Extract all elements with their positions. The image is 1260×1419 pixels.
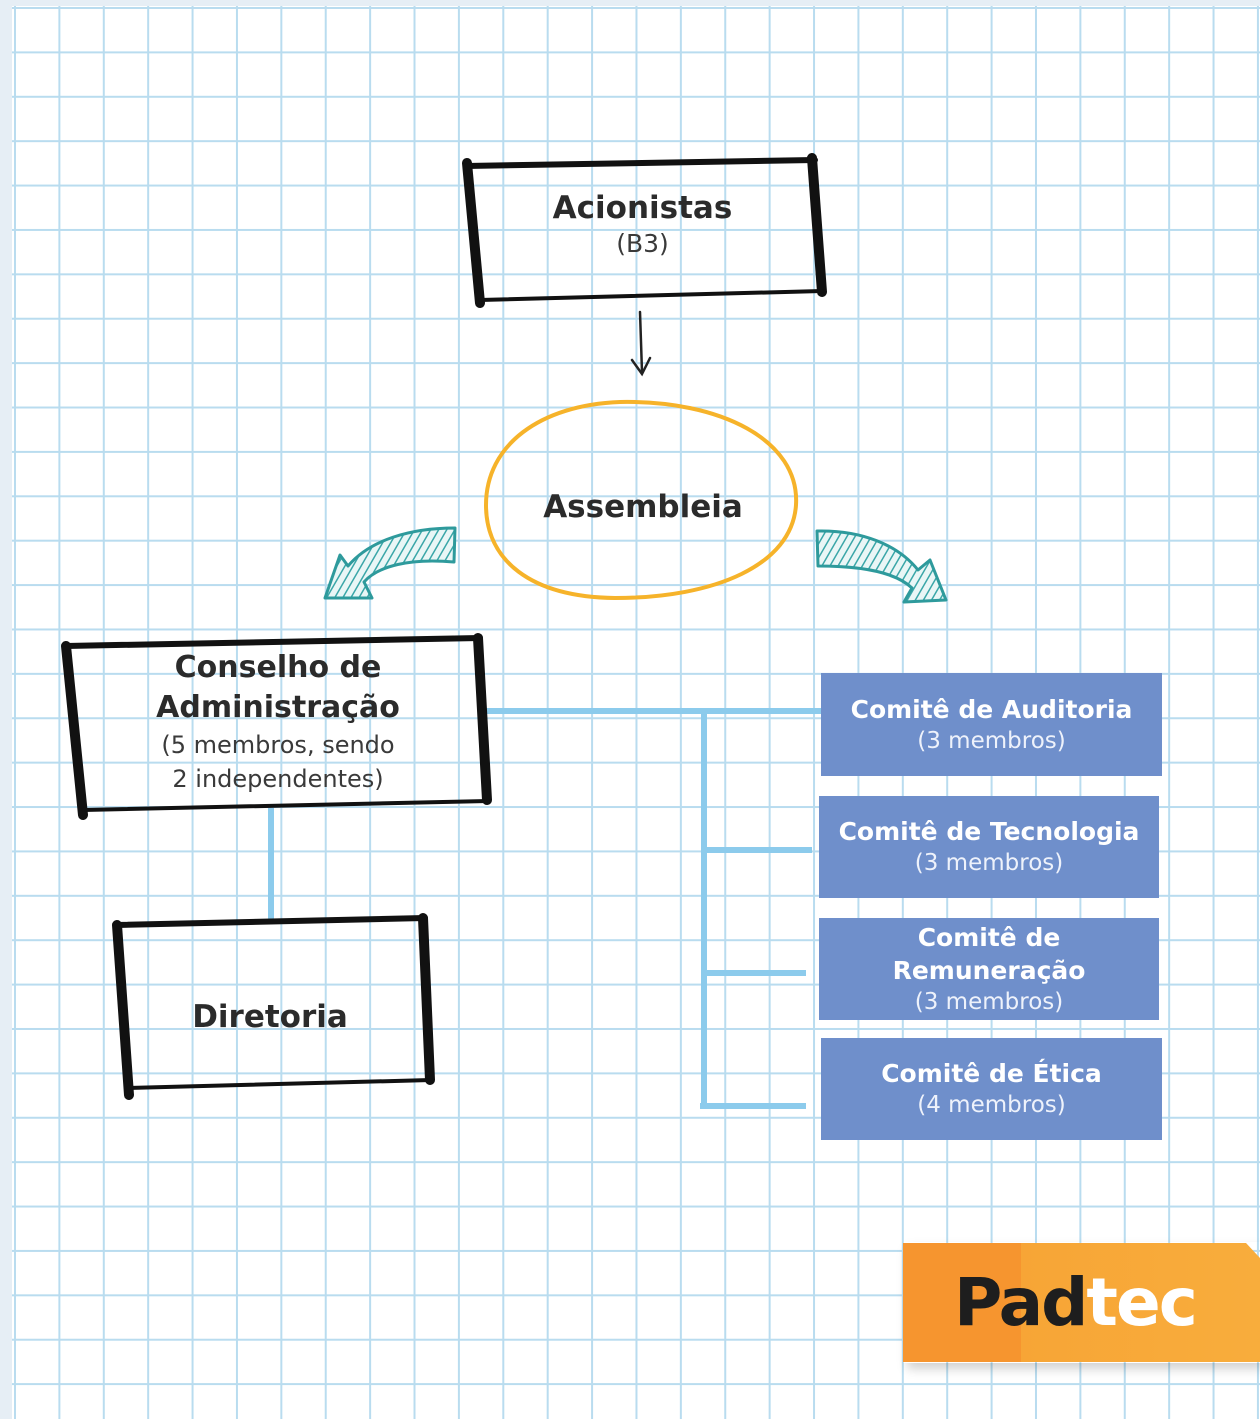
committee-tecnologia: Comitê de Tecnologia (3 membros) bbox=[819, 796, 1159, 898]
right-curved-arrow bbox=[815, 529, 948, 604]
conselho-subtitle-line2: 2 independentes) bbox=[172, 765, 384, 793]
left-curved-arrow bbox=[323, 526, 457, 600]
conselho-title-line1: Conselho de bbox=[174, 650, 382, 685]
committee-remuneracao: Comitê de Remuneração (3 membros) bbox=[819, 918, 1159, 1020]
acionistas-box bbox=[462, 153, 827, 308]
acionistas-node: Acionistas (B3) bbox=[470, 188, 815, 260]
logo-text-tec: tec bbox=[1086, 1264, 1197, 1341]
down-arrow bbox=[630, 310, 652, 377]
committee-title: Comitê de Auditoria bbox=[850, 694, 1133, 724]
committee-members: (4 membros) bbox=[917, 1092, 1066, 1118]
committee-members: (3 membros) bbox=[914, 988, 1064, 1015]
committee-title: Comitê de Tecnologia bbox=[838, 817, 1140, 846]
committee-etica: Comitê de Ética (4 membros) bbox=[821, 1038, 1162, 1140]
assembleia-node: Assembleia bbox=[488, 486, 798, 528]
logo-text-pad: Pad bbox=[954, 1264, 1088, 1341]
acionistas-title: Acionistas bbox=[552, 190, 733, 226]
committee-auditoria: Comitê de Auditoria (3 membros) bbox=[821, 673, 1162, 776]
assembleia-oval bbox=[483, 399, 799, 601]
conselho-node: Conselho de Administração (5 membros, se… bbox=[72, 648, 484, 796]
committee-members: (3 membros) bbox=[914, 850, 1064, 876]
conselho-subtitle-line1: (5 membros, sendo bbox=[161, 731, 395, 759]
padtec-logo-text: Padtec bbox=[954, 1262, 1254, 1344]
acionistas-subtitle: (B3) bbox=[616, 229, 669, 258]
diretoria-box bbox=[112, 913, 435, 1100]
assembleia-title: Assembleia bbox=[543, 489, 743, 525]
logo-background bbox=[903, 1243, 1260, 1362]
committee-title: Comitê de Ética bbox=[881, 1059, 1102, 1088]
committee-members: (3 membros) bbox=[917, 727, 1066, 754]
connector-lines bbox=[268, 708, 822, 1109]
conselho-title-line2: Administração bbox=[156, 690, 400, 725]
committee-title: Comitê de Remuneração bbox=[892, 922, 1086, 985]
conselho-box bbox=[61, 633, 492, 820]
diretoria-node: Diretoria bbox=[120, 995, 420, 1039]
diretoria-title: Diretoria bbox=[192, 999, 348, 1035]
